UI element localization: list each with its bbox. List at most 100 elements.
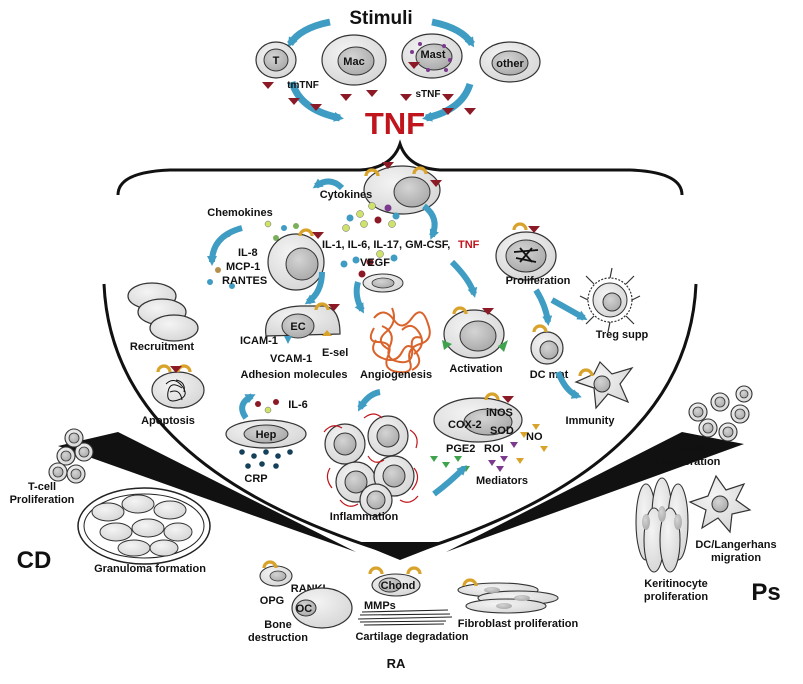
apoptosis-cell: [151, 364, 205, 409]
cytokine-list: IL-1, IL-6, IL-17, GM-CSF,: [322, 239, 450, 251]
il6-dots: [255, 399, 279, 414]
stimuli-arrows: [287, 18, 475, 122]
ps-tcell-label-1: T-cell: [674, 443, 702, 455]
cox2-label: COX-2: [448, 419, 482, 431]
ps-dc-label-1: DC/Langerhans: [695, 539, 776, 551]
kerat-label-2: proliferation: [644, 591, 708, 603]
granuloma-label: Granuloma formation: [94, 563, 206, 575]
mast-label: Mast: [420, 49, 445, 61]
vegf-label: VEGF: [360, 257, 390, 269]
mediator-cell: [433, 392, 523, 443]
cd-tcell-label-2: Proliferation: [10, 494, 75, 506]
stnf-label: sTNF: [416, 89, 441, 100]
cartilage-matrix: [357, 609, 453, 626]
ps-dc-cell: [688, 474, 752, 534]
ps-label: Ps: [751, 579, 780, 606]
icam-label: ICAM-1: [240, 335, 278, 347]
pge2-label: PGE2: [446, 443, 475, 455]
chemokine-1: IL-8: [238, 247, 258, 259]
recruitment-cells: [127, 282, 199, 342]
dc-star-cell: [574, 360, 634, 410]
ra-label: RA: [387, 656, 406, 671]
ec-label: EC: [290, 321, 305, 333]
hep-cell: Hep: [225, 419, 307, 449]
inos-label: iNOS: [486, 407, 513, 419]
mediator-triangles: [430, 424, 548, 472]
chemokine-cell: [267, 228, 325, 291]
adhesion-label: Adhesion molecules: [241, 369, 348, 381]
vcam-label: VCAM-1: [270, 353, 312, 365]
proliferation-label: Proliferation: [506, 275, 571, 287]
esel-label: E-sel: [322, 347, 348, 359]
chemokine-2: MCP-1: [226, 261, 260, 273]
cd-label: CD: [17, 547, 52, 574]
osteoclast: OC: [291, 587, 353, 629]
chond-label: Chond: [381, 580, 416, 592]
cytokines-title: Cytokines: [320, 189, 373, 201]
bone-label-2: destruction: [248, 632, 308, 644]
chondrocyte: Chond: [368, 566, 422, 597]
activation-cell: [442, 306, 508, 359]
t-cell: T: [255, 41, 297, 79]
granuloma: [77, 487, 211, 565]
chemokines-title: Chemokines: [207, 207, 272, 219]
cd-tcell-label-1: T-cell: [28, 481, 56, 493]
keratinocytes: [635, 477, 689, 573]
crp-dots: [239, 449, 293, 469]
kerat-label-1: Keritinocyte: [644, 578, 708, 590]
tmtnf-label: tmTNF: [287, 80, 319, 91]
other-label: other: [496, 58, 524, 70]
other-cell: other: [479, 41, 541, 83]
opg-label: OPG: [260, 595, 284, 607]
il6-label: IL-6: [288, 399, 308, 411]
cytokine-cell: [363, 162, 442, 215]
macrophage-cell: Mac: [321, 34, 387, 86]
fibro-label: Fibroblast proliferation: [458, 618, 579, 630]
cd-tcells: [48, 428, 94, 484]
activation-label: Activation: [449, 363, 502, 375]
oc-label: OC: [296, 603, 313, 615]
cytokine-tnf: TNF: [458, 239, 480, 251]
ps-dc-label-2: migration: [711, 552, 761, 564]
treg-label: Treg supp: [596, 329, 649, 341]
angiogenesis-vessels: [369, 307, 431, 374]
bone-label-1: Bone: [264, 619, 292, 631]
tnf-center-label: TNF: [365, 106, 425, 141]
ps-tcell-label-2: Proliferation: [656, 456, 721, 468]
chemokine-3: RANTES: [222, 275, 267, 287]
crp-label: CRP: [244, 473, 267, 485]
ra-small-cell: [259, 560, 293, 587]
mmps-label: MMPs: [364, 600, 396, 612]
apoptosis-label: Apoptosis: [141, 415, 195, 427]
sod-label: SOD: [490, 425, 514, 437]
process-arrows: [207, 178, 588, 497]
treg-cell: [579, 267, 641, 333]
proliferation-cell: [495, 222, 557, 281]
roi-label: ROI: [484, 443, 504, 455]
angiogenesis-label: Angiogenesis: [360, 369, 432, 381]
t-cell-label: T: [273, 55, 280, 67]
ps-wedge: [446, 432, 744, 552]
immunity-label: Immunity: [566, 415, 616, 427]
ec-cell: EC: [265, 302, 341, 344]
recruitment-label: Recruitment: [130, 341, 195, 353]
dc-mat-cell: [530, 324, 564, 365]
inflammation-label: Inflammation: [330, 511, 399, 523]
mediators-label: Mediators: [476, 475, 528, 487]
ps-tcells: [688, 385, 753, 442]
cytokine-dots: [340, 202, 400, 278]
no-label: NO: [526, 431, 543, 443]
hep-label: Hep: [256, 429, 277, 441]
stimuli-section: Stimuli T Mac: [255, 8, 541, 141]
mast-cell: Mast: [401, 33, 463, 79]
mac-label: Mac: [343, 56, 364, 68]
cd-wedge: [58, 432, 356, 552]
stimuli-title: Stimuli: [349, 8, 412, 29]
cartilage-label: Cartilage degradation: [355, 631, 468, 643]
brace: [116, 139, 684, 196]
inflammation-cells: [323, 413, 419, 517]
ra-wedge: [356, 542, 446, 560]
fibroblasts: [457, 578, 559, 614]
